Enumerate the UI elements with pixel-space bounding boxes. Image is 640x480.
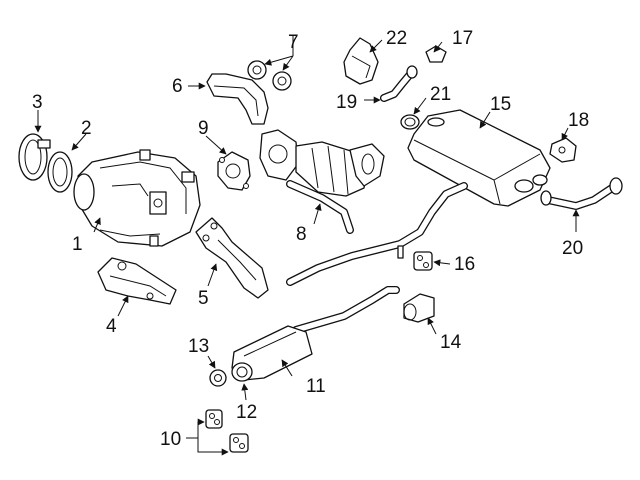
hose-clamp-part (400, 114, 420, 130)
callout-4: 4 (106, 316, 117, 337)
nut-part (209, 369, 227, 387)
callout-5: 5 (198, 288, 209, 309)
callout-10: 10 (160, 429, 181, 450)
callout-15: 15 (490, 94, 511, 115)
callout-2: 2 (81, 118, 92, 139)
callout-9: 9 (198, 118, 209, 139)
hanger-part (205, 409, 223, 429)
callout-8: 8 (296, 224, 307, 245)
callout-1: 1 (72, 234, 83, 255)
lower-heat-shield-part (97, 257, 177, 305)
callout-17: 17 (452, 28, 473, 49)
callout-6: 6 (172, 76, 183, 97)
gasket-ring-part (47, 151, 73, 193)
manifold-converter-part (73, 149, 201, 247)
hose-part (380, 65, 418, 102)
flange-gasket-part (217, 151, 251, 191)
callout-19: 19 (336, 92, 357, 113)
callout-18: 18 (568, 110, 589, 131)
callout-22: 22 (386, 28, 407, 49)
hanger-part (413, 251, 433, 271)
tailpipe-bracket-part (549, 137, 577, 163)
clamp-ring-part (18, 133, 51, 181)
callout-7: 7 (288, 32, 299, 53)
callout-21: 21 (430, 84, 451, 105)
callout-11: 11 (306, 376, 326, 397)
converter-bracket-part (195, 217, 269, 299)
clip-part (425, 45, 447, 63)
rear-muffler-part (407, 109, 551, 207)
small-heat-shield-part (343, 37, 379, 85)
callout-12: 12 (236, 402, 257, 423)
isolator-part (403, 293, 435, 323)
tailpipe-part (540, 177, 623, 210)
nut-part (247, 60, 267, 80)
callout-3: 3 (32, 92, 43, 113)
leader-lines (34, 36, 580, 456)
resonator-part (231, 286, 400, 382)
hanger-part (229, 433, 249, 453)
upper-heat-shield-part (206, 73, 269, 125)
callout-13: 13 (188, 336, 209, 357)
intermediate-pipe-part (286, 182, 468, 286)
front-pipe-converter-part (259, 129, 385, 234)
callout-20: 20 (562, 238, 583, 259)
nut-part (272, 71, 292, 91)
callout-16: 16 (454, 254, 475, 275)
callout-14: 14 (440, 332, 462, 353)
